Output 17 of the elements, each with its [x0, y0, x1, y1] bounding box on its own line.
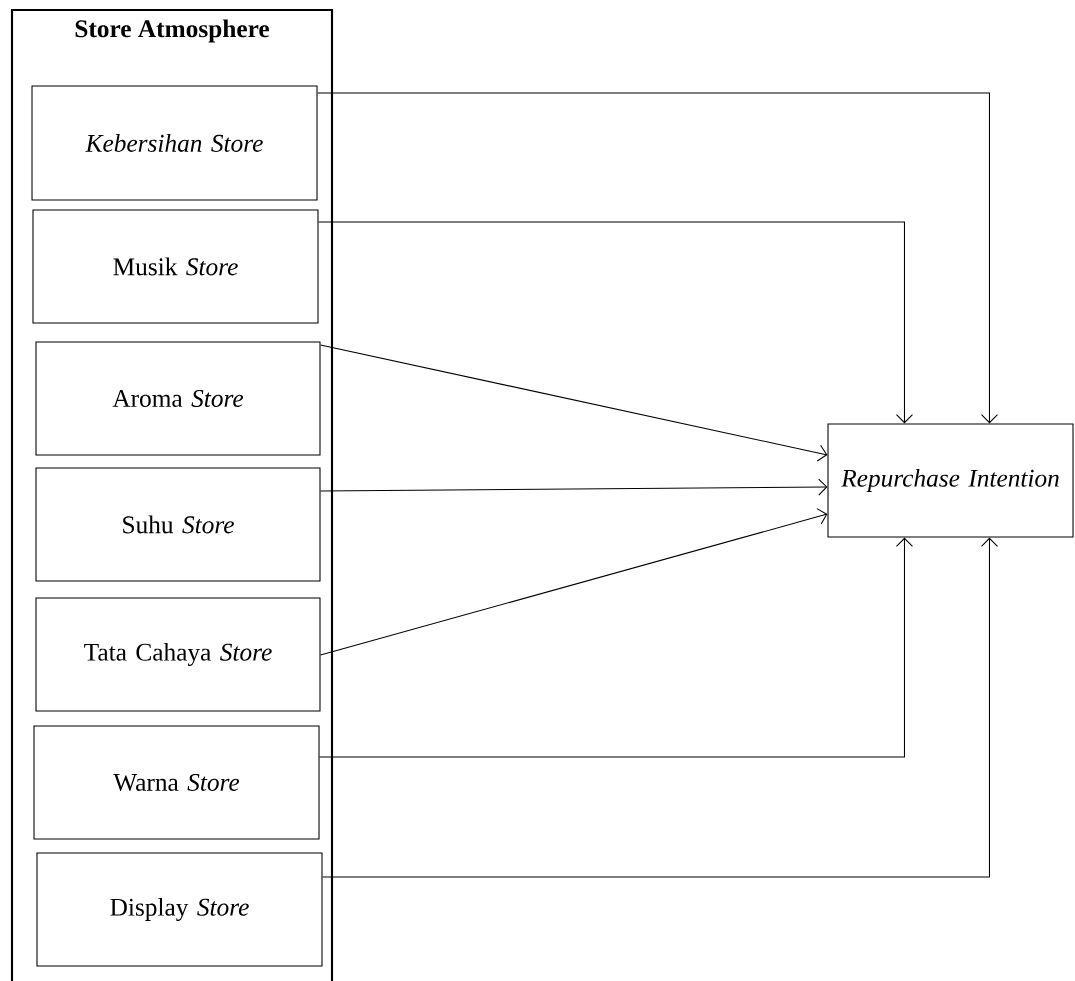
- arrow: [320, 508, 828, 656]
- group-heading: Store Atmosphere: [75, 19, 269, 43]
- arrow: [320, 344, 828, 462]
- arrow: [317, 92, 998, 424]
- group-band: [10, 8, 334, 981]
- arrow: [322, 537, 998, 878]
- box: Warna Store: [33, 725, 320, 840]
- box: Repurchase Intention: [827, 423, 1074, 538]
- box: Aroma Store: [35, 341, 321, 456]
- arrow: [318, 221, 913, 424]
- box: Tata Cahaya Store: [35, 597, 321, 712]
- box: Suhu Store: [35, 467, 321, 582]
- arrow: [319, 537, 913, 758]
- box: Kebersihan Store: [31, 85, 318, 201]
- box: Display Store: [36, 852, 323, 967]
- box: Musik Store: [32, 209, 319, 324]
- arrow: [320, 478, 828, 496]
